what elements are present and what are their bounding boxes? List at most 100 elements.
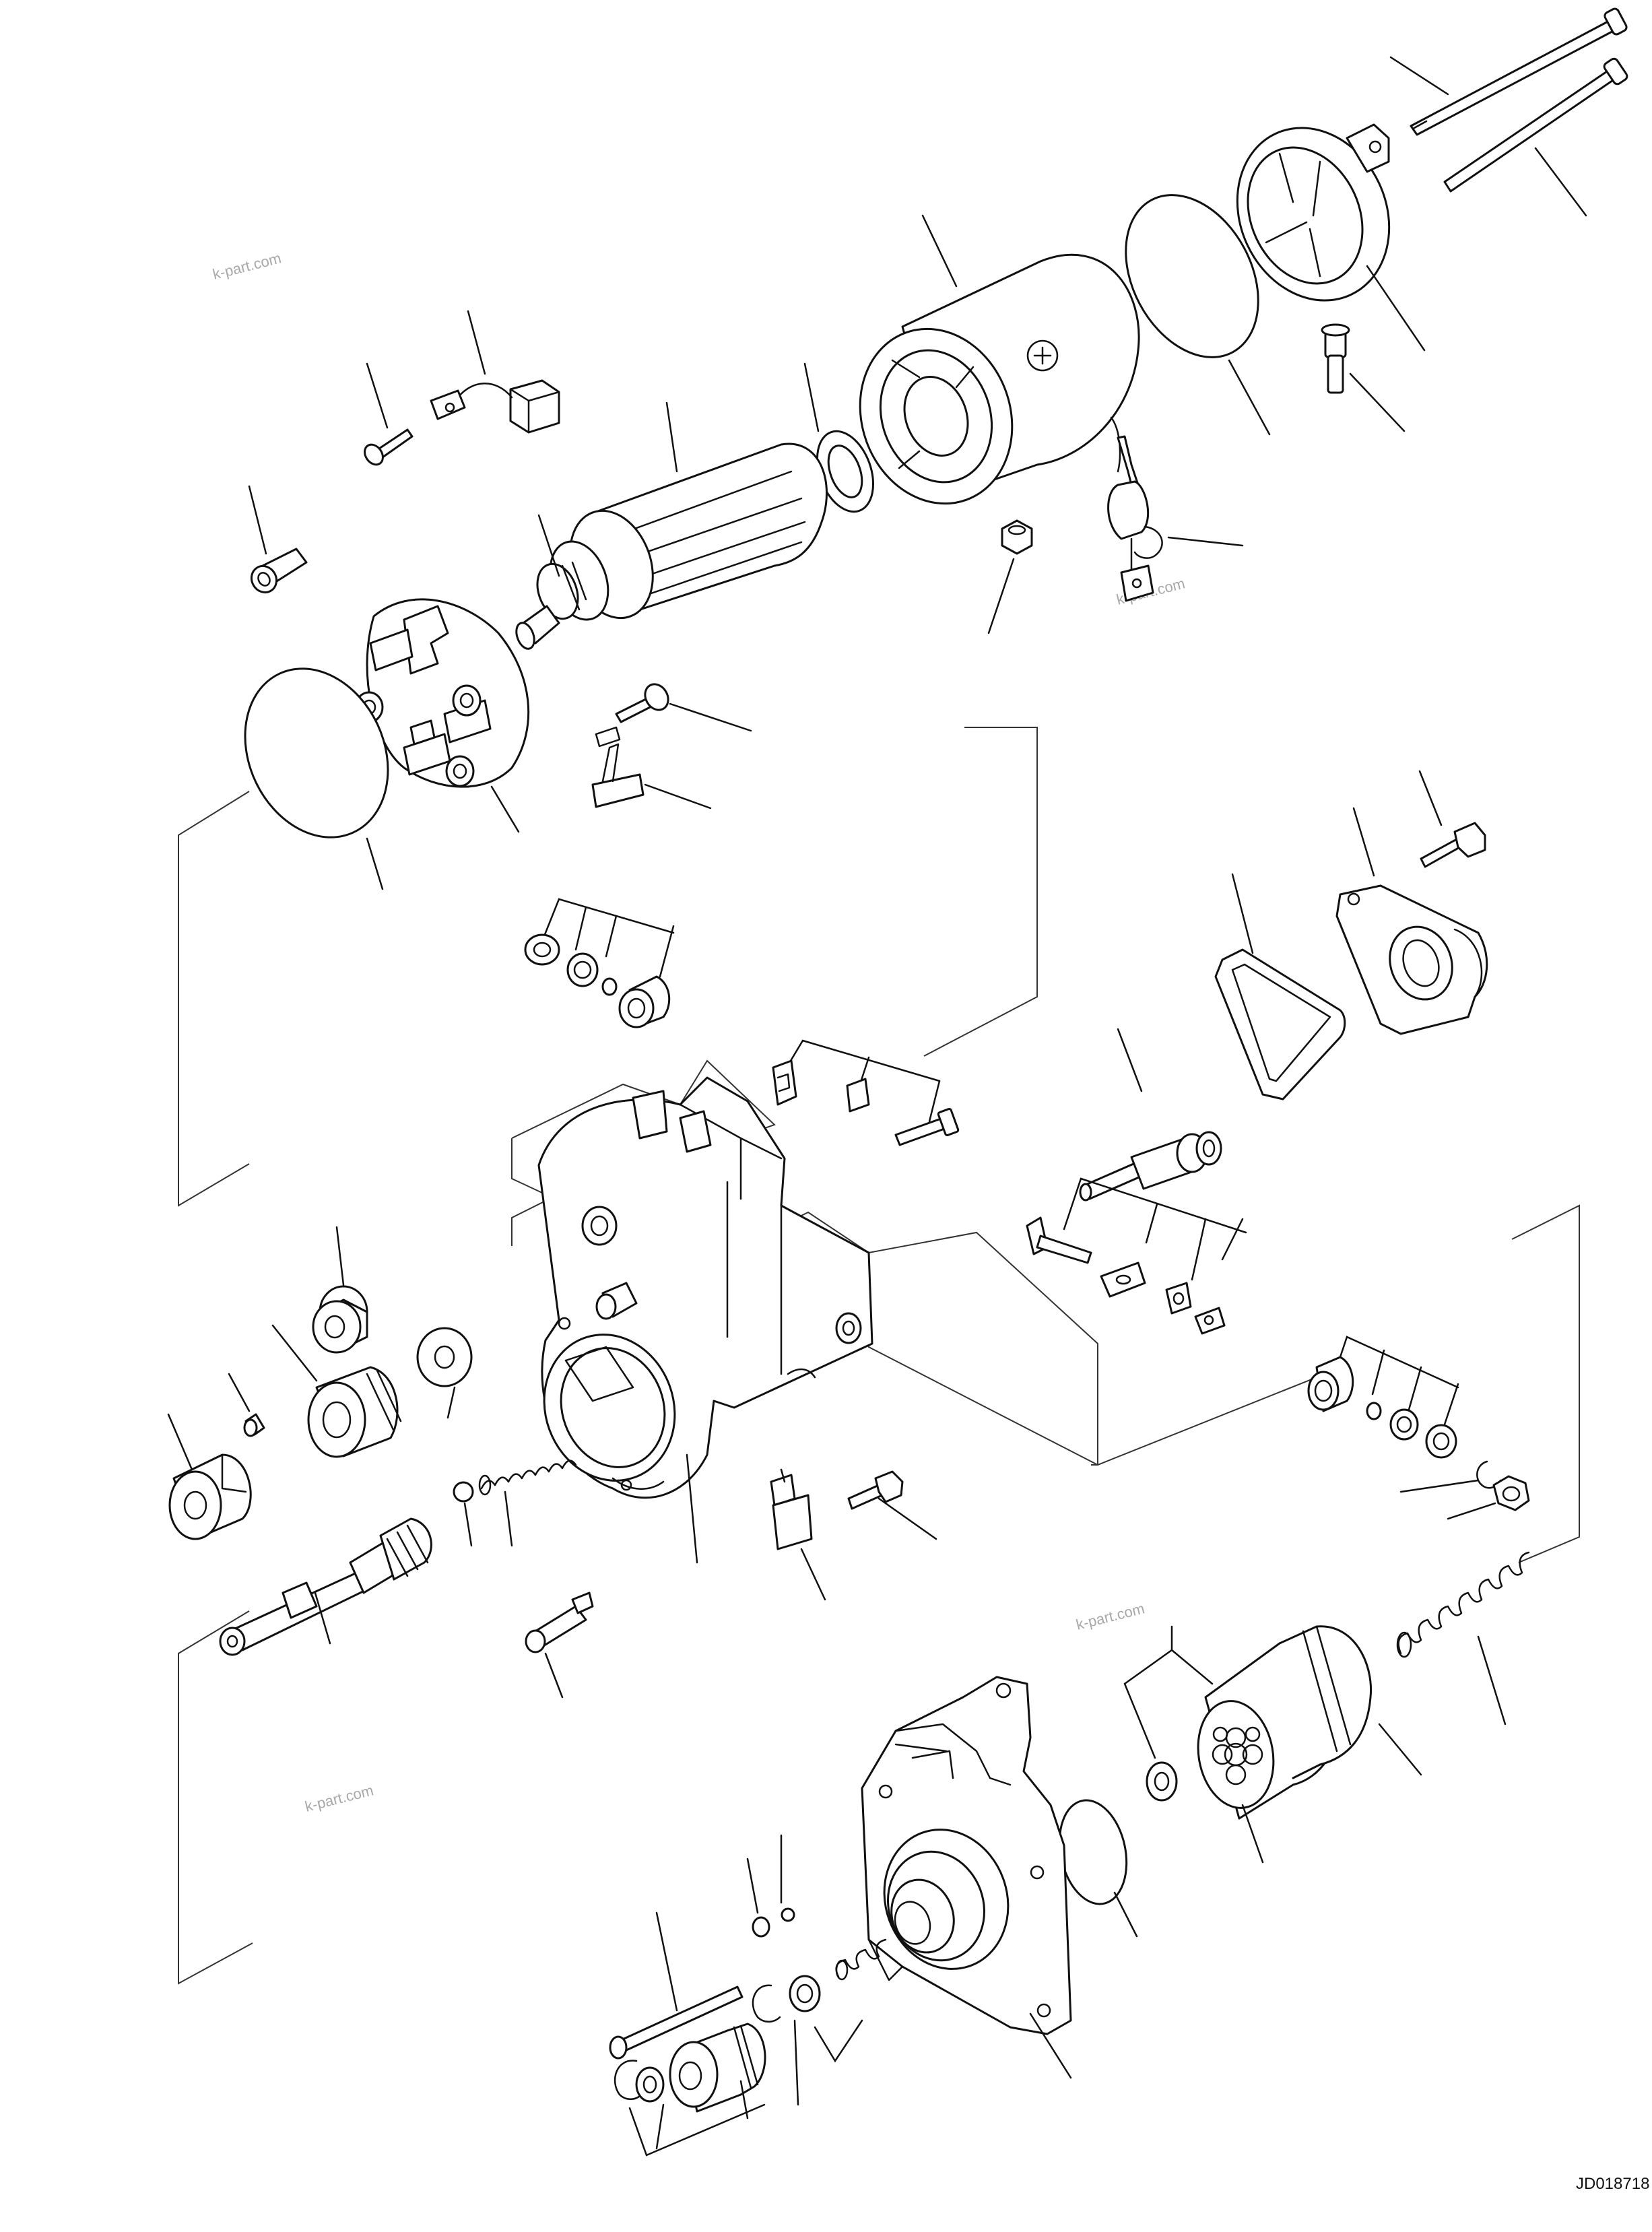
leader-brush-clip — [644, 783, 712, 810]
bearing-kit-bottom — [614, 1975, 863, 2157]
leader-plunger — [1117, 1028, 1143, 1092]
thrust-washer — [416, 1327, 473, 1387]
watermark-1: k-part.com — [211, 249, 283, 282]
leader-insulator — [366, 837, 384, 890]
pin-small — [243, 1413, 265, 1437]
housing-outline-lower — [868, 1253, 1334, 1466]
assembly-bracket-left-lower — [178, 1610, 253, 1985]
watermark-4: k-part.com — [303, 1781, 375, 1814]
leader-bushing-small — [248, 485, 267, 555]
leader-clutch-body — [1378, 1723, 1422, 1776]
bolt-relay — [847, 1470, 904, 1510]
assembly-bracket-center-upper — [923, 727, 1038, 1057]
leader-rear-cover — [1366, 265, 1426, 352]
leader-front-housing — [1029, 2012, 1072, 2079]
relay-switch-terminal — [770, 1468, 813, 1550]
compression-spring-small — [478, 1459, 577, 1496]
leader-bolt-lower — [1534, 147, 1587, 217]
leader-switch-plunger — [544, 1652, 564, 1699]
brush-holder-insulator — [244, 667, 389, 839]
screw-small-upper — [364, 428, 414, 466]
brush-spring-screw — [615, 683, 669, 723]
coupling-clutch-left — [168, 1453, 252, 1540]
leader-armature-shaft — [537, 514, 560, 577]
leader-solenoid-gasket — [1231, 873, 1254, 954]
assembly-bracket-left-upper — [178, 791, 250, 1207]
brush-with-lead — [430, 379, 560, 434]
leader-rear-gasket — [1228, 359, 1271, 436]
reduction-gear — [307, 1366, 402, 1458]
brush-holder-plate — [354, 598, 530, 788]
leader-small-washer-a — [746, 1858, 759, 1914]
leader-armature — [665, 401, 678, 473]
bushing-small — [250, 548, 308, 594]
small-washers-bottom — [752, 1907, 795, 1938]
leader-coupling-clutch — [167, 1413, 193, 1471]
solenoid-gasket — [1214, 948, 1346, 1101]
leader-brush-holder — [490, 785, 520, 833]
leader-bolt-upper — [1389, 56, 1449, 96]
drawing-code: JD018718 — [1576, 2175, 1649, 2193]
leader-bolt-relay — [878, 1497, 937, 1540]
plunger — [1079, 1131, 1222, 1202]
leader-snap-ring — [1399, 1479, 1480, 1493]
bearing-kit-upper — [524, 898, 675, 1028]
leader-pinion-shaft — [314, 1591, 331, 1645]
yoke-field-frame — [859, 253, 1140, 505]
solenoid-cover-plate — [1335, 884, 1488, 1035]
clutch-kit-bracket — [1123, 1625, 1214, 1759]
leader-clutch-front — [1241, 1804, 1264, 1864]
spring-clutch-small — [835, 1938, 887, 1981]
leader-reduction-gear — [271, 1324, 318, 1382]
pinion-stop-collar — [1146, 1761, 1178, 1802]
leader-steel-ball — [463, 1502, 473, 1547]
leader-armature-bearing — [803, 362, 820, 432]
spring-return — [1396, 1551, 1530, 1658]
through-bolt-lower — [1443, 57, 1628, 193]
bolt-solenoid — [1420, 822, 1486, 868]
terminal-kit-upper — [772, 1039, 960, 1146]
idler-gear-small — [312, 1285, 368, 1354]
steel-ball — [453, 1481, 474, 1503]
rear-gasket-disc — [1125, 194, 1259, 358]
leader-hex-nut-terminal — [987, 558, 1015, 634]
leader-solenoid-plate — [1352, 807, 1375, 877]
pinion-shaft — [219, 1517, 432, 1656]
rear-cover-bushing — [1321, 323, 1350, 394]
armature — [515, 430, 875, 650]
idler-gear-bottom — [669, 2023, 766, 2113]
leader-hex-nut-right — [1447, 1502, 1496, 1520]
leader-yoke — [921, 214, 958, 288]
leader-field-lead — [1167, 536, 1244, 547]
leader-relay-switch — [800, 1548, 826, 1601]
hex-nut-terminal — [1001, 519, 1033, 555]
leader-idler-gear-small — [335, 1226, 345, 1286]
idler-shaft-long-bolt — [609, 1985, 744, 2060]
overrunning-clutch — [1197, 1625, 1373, 1820]
leader-front-gasket — [1113, 1891, 1138, 1938]
brush-clip — [591, 726, 645, 808]
rear-end-cover — [1236, 123, 1391, 302]
assembly-bracket-right — [1511, 1204, 1580, 1563]
hex-nut-right — [1492, 1475, 1530, 1511]
leader-screw-small — [366, 362, 389, 429]
leader-bushing — [1349, 372, 1406, 432]
leader-terminal-kit-right — [1221, 1218, 1244, 1261]
leader-brush — [467, 310, 486, 375]
leader-long-bolt — [655, 1911, 678, 2012]
leader-spring-small — [504, 1490, 513, 1547]
field-lead-terminal — [1107, 435, 1163, 602]
leader-thrust-washer — [447, 1386, 456, 1419]
terminal-kit-right — [1026, 1177, 1247, 1335]
leader-spring-return — [1477, 1635, 1507, 1726]
switch-contact-plunger — [525, 1591, 594, 1653]
leader-drive-housing — [686, 1453, 698, 1564]
drive-housing-center — [537, 1076, 873, 1499]
leader-pin-small — [228, 1373, 251, 1412]
leader-bolt-solenoid — [1418, 770, 1443, 826]
bearing-kit-right — [1307, 1336, 1459, 1459]
leader-spring-screw — [669, 702, 752, 732]
watermark-3: k-part.com — [1074, 1600, 1146, 1633]
through-bolt-upper — [1410, 7, 1628, 136]
